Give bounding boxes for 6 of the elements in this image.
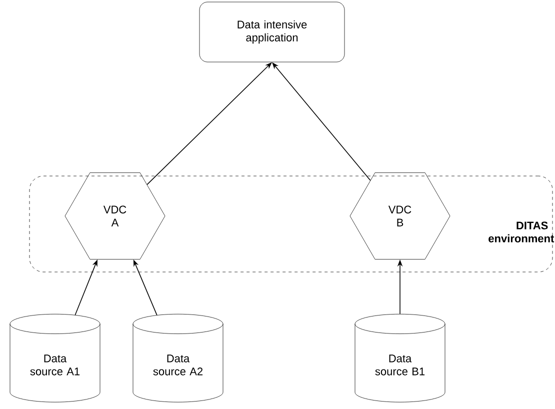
data-source-cylinder: Data source B1: [354, 314, 446, 402]
vdc-hexagon: VDC A: [64, 172, 166, 260]
vdc-hexagon: VDC B: [350, 172, 450, 260]
data-source-cylinder: Data source A1: [10, 314, 100, 402]
data-source-cylinder: Data source A2: [132, 314, 224, 402]
application-box: Data intensive application: [199, 2, 345, 62]
